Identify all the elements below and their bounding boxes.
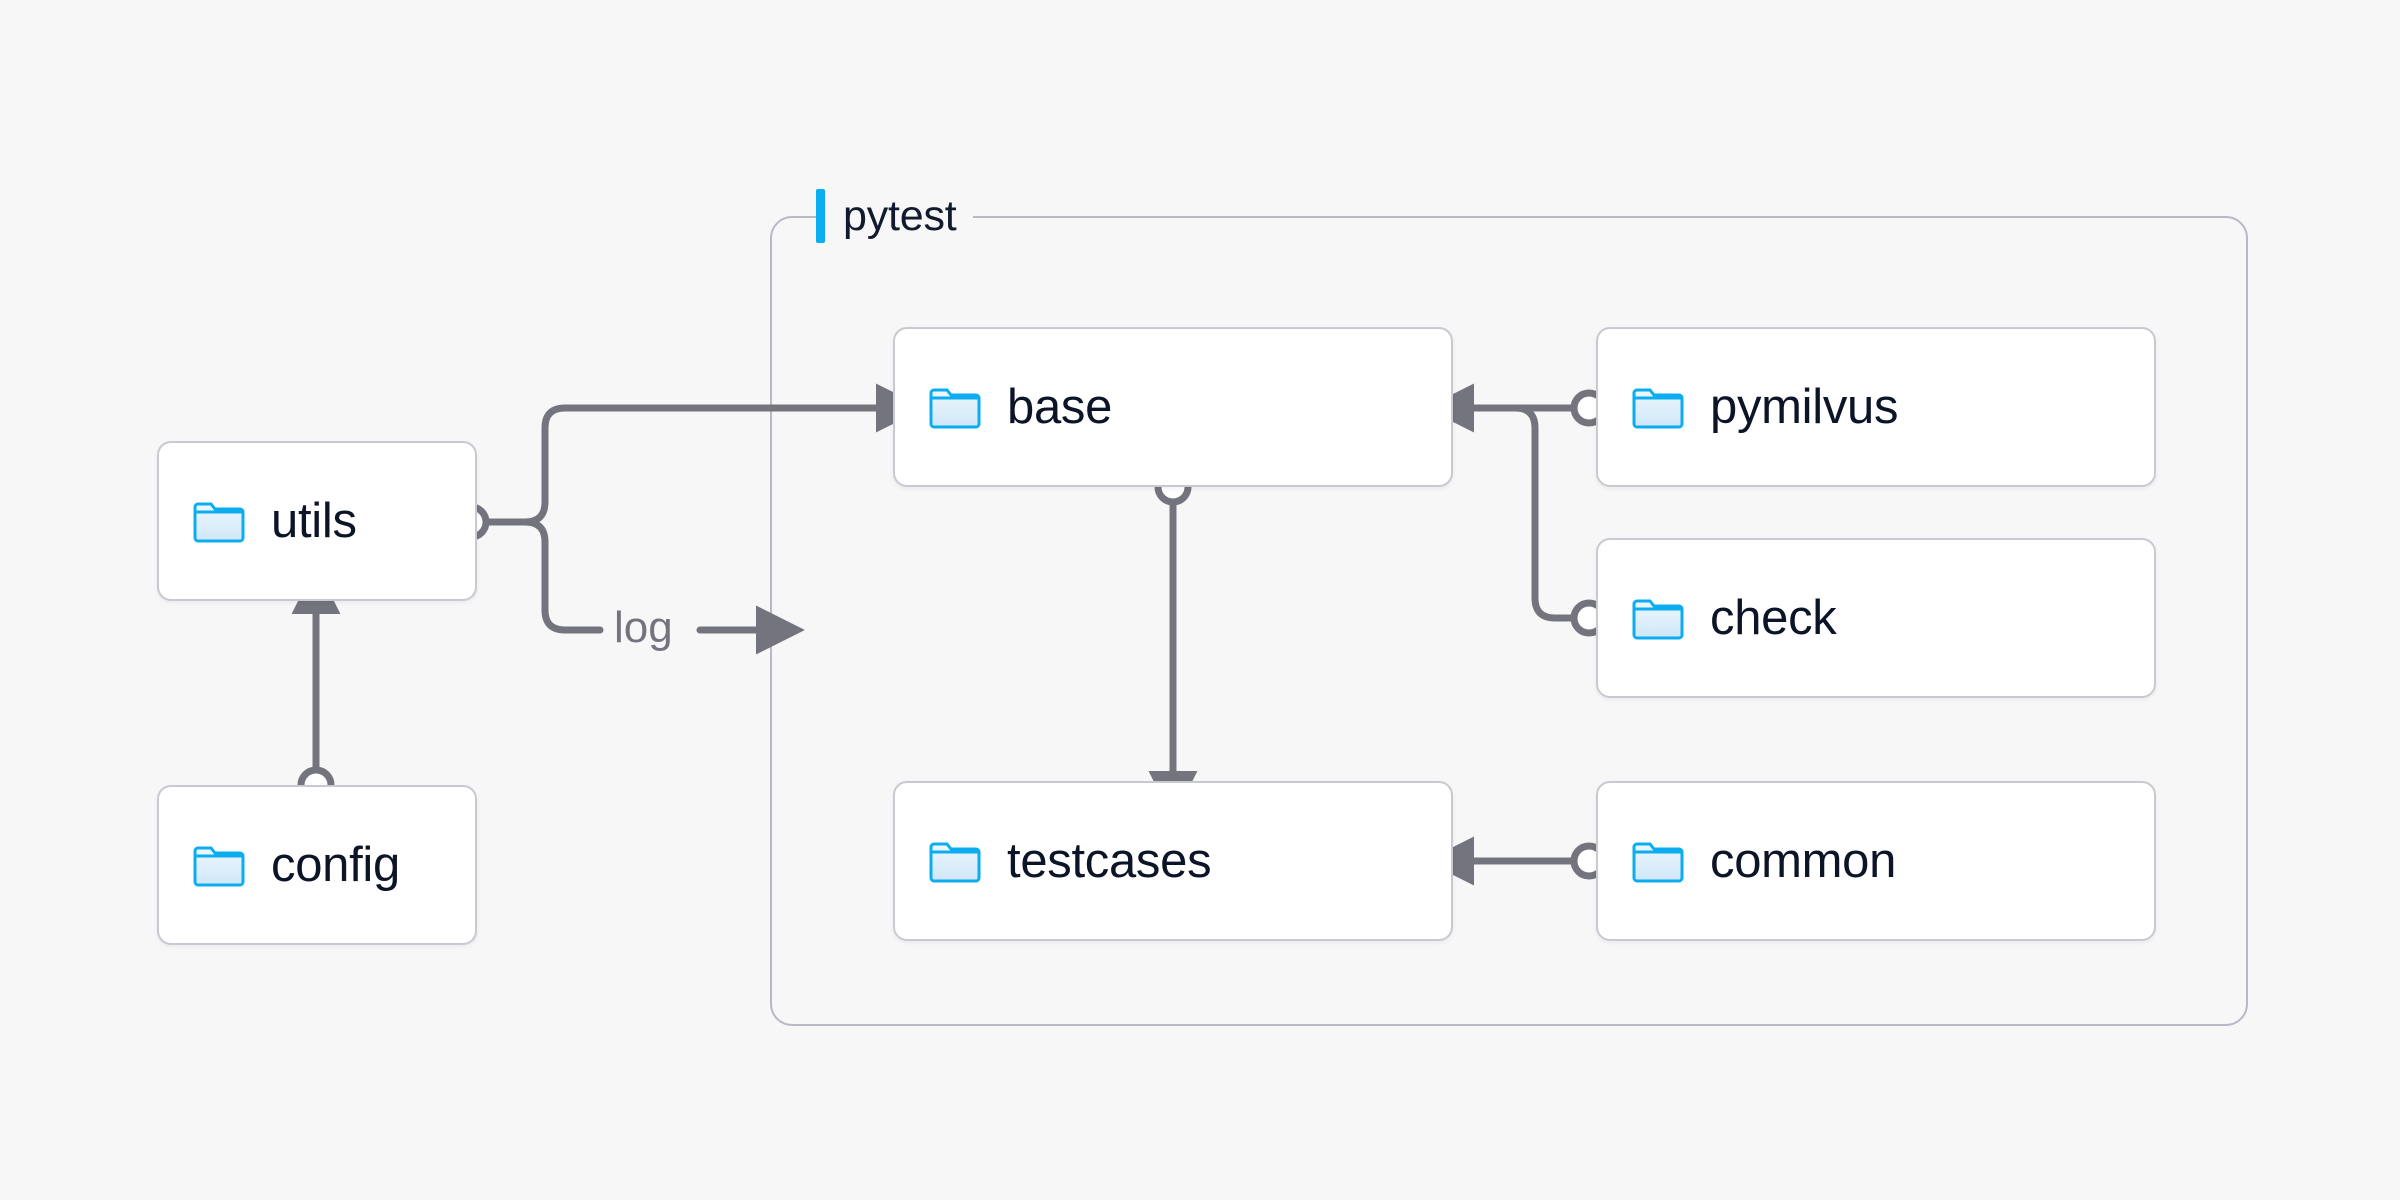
edge-utils-log-branch	[521, 518, 604, 634]
node-pymilvus[interactable]: pymilvus	[1596, 327, 2156, 487]
node-check[interactable]: check	[1596, 538, 2156, 698]
node-label: utils	[271, 493, 357, 548]
node-base[interactable]: base	[893, 327, 1453, 487]
folder-icon	[1632, 599, 1684, 640]
node-label: check	[1710, 590, 1837, 645]
node-label: common	[1710, 833, 1897, 888]
folder-icon	[929, 388, 981, 429]
folder-icon	[193, 846, 245, 887]
node-testcases[interactable]: testcases	[893, 781, 1453, 941]
node-utils[interactable]: utils	[157, 441, 477, 601]
node-label: config	[271, 837, 400, 892]
group-pytest-label: pytest	[843, 191, 957, 240]
folder-icon	[929, 842, 981, 883]
node-label: base	[1007, 379, 1113, 434]
folder-icon	[1632, 842, 1684, 883]
node-common[interactable]: common	[1596, 781, 2156, 941]
folder-icon	[193, 502, 245, 543]
edge-label-log: log	[604, 606, 683, 650]
group-accent-bar	[816, 189, 825, 243]
node-label: testcases	[1007, 833, 1212, 888]
node-label: pymilvus	[1710, 379, 1899, 434]
group-pytest-label-wrap: pytest	[816, 186, 973, 246]
folder-icon	[1632, 388, 1684, 429]
node-config[interactable]: config	[157, 785, 477, 945]
